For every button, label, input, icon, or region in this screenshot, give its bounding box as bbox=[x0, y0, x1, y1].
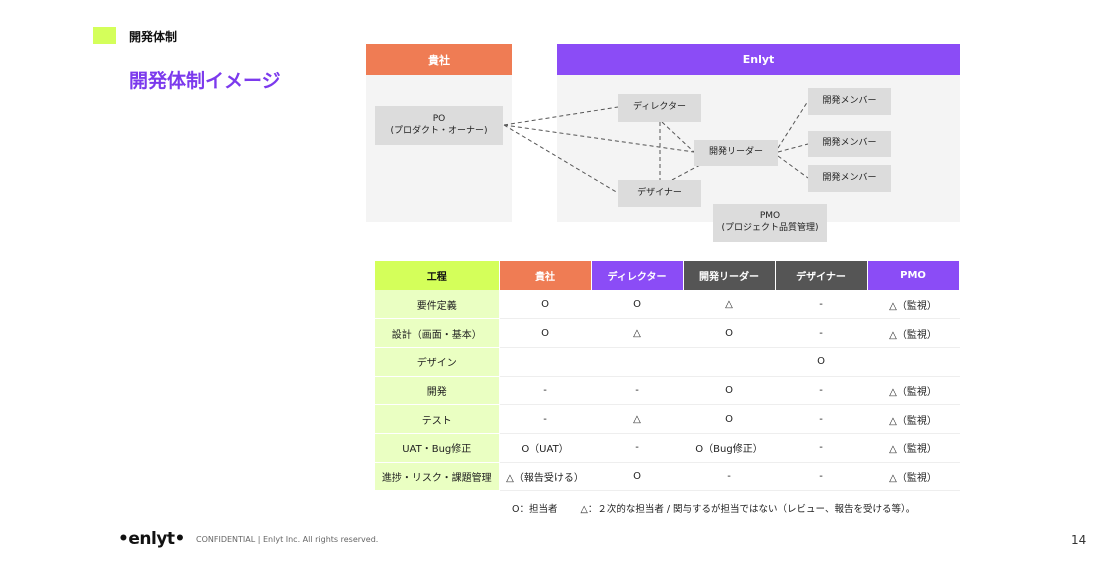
table-cell bbox=[591, 347, 684, 377]
confidential-notice: CONFIDENTIAL | Enlyt Inc. All rights res… bbox=[196, 535, 379, 544]
table-cell bbox=[499, 347, 592, 377]
table-cell: O（Bug修正） bbox=[683, 433, 776, 463]
client-header: 貴社 bbox=[366, 44, 512, 75]
pmo-label: PMO bbox=[759, 211, 781, 222]
table-cell: △（監視） bbox=[867, 318, 960, 348]
table-cell: O bbox=[683, 318, 776, 348]
table-row: UAT・Bug修正 O（UAT） - O（Bug修正） - △（監視） bbox=[375, 433, 960, 463]
table-row: デザイン O bbox=[375, 347, 960, 377]
page-title: 開発体制イメージ bbox=[129, 70, 281, 92]
table-cell: - bbox=[683, 462, 776, 492]
table-cell: O bbox=[775, 347, 868, 377]
table-row: 要件定義 O O △ - △（監視） bbox=[375, 290, 960, 320]
director-node: ディレクター bbox=[618, 94, 701, 122]
table-cell: - bbox=[499, 404, 592, 434]
table-cell: - bbox=[775, 433, 868, 463]
table-cell: - bbox=[775, 376, 868, 406]
table-cell: △（報告受ける） bbox=[499, 462, 592, 492]
table-cell bbox=[867, 347, 960, 377]
table-cell: △ bbox=[591, 404, 684, 434]
member-node-3: 開発メンバー bbox=[808, 165, 891, 192]
designer-node: デザイナー bbox=[618, 180, 701, 207]
table-cell: △（監視） bbox=[867, 376, 960, 406]
table-cell: O bbox=[591, 290, 684, 320]
table-cell: △（監視） bbox=[867, 433, 960, 463]
table-row: 開発 - - O - △（監視） bbox=[375, 376, 960, 406]
section-tag: 開発体制 bbox=[129, 30, 178, 44]
table-cell: O bbox=[683, 376, 776, 406]
table-row: テスト - △ O - △（監視） bbox=[375, 404, 960, 434]
table-cell: △（監視） bbox=[867, 290, 960, 320]
table-row: 進捗・リスク・課題管理 △（報告受ける） O - - △（監視） bbox=[375, 462, 960, 492]
table-cell: - bbox=[775, 404, 868, 434]
legend-o: O：担当者 bbox=[512, 504, 558, 515]
responsibility-table: 工程 貴社 ディレクター 開発リーダー デザイナー PMO 要件定義 O O △… bbox=[375, 261, 960, 492]
table-cell: O bbox=[591, 462, 684, 492]
table-cell: O bbox=[499, 290, 592, 320]
table-cell bbox=[683, 347, 776, 377]
process-cell: 開発 bbox=[375, 376, 500, 406]
table-cell: - bbox=[591, 376, 684, 406]
table-header-row: 工程 貴社 ディレクター 開発リーダー デザイナー PMO bbox=[375, 261, 960, 290]
lead-node: 開発リーダー bbox=[694, 140, 778, 166]
table-cell: O bbox=[499, 318, 592, 348]
process-cell: デザイン bbox=[375, 347, 500, 377]
table-cell: O bbox=[683, 404, 776, 434]
enlyt-logo: •enlyt• bbox=[118, 529, 185, 549]
table-row: 設計（画面・基本） O △ O - △（監視） bbox=[375, 318, 960, 348]
table-cell: - bbox=[775, 462, 868, 492]
column-header-process: 工程 bbox=[375, 261, 500, 290]
table-cell: - bbox=[499, 376, 592, 406]
column-header-lead: 開発リーダー bbox=[683, 261, 776, 290]
member-node-2: 開発メンバー bbox=[808, 131, 891, 157]
table-cell: - bbox=[775, 290, 868, 320]
table-cell: △（監視） bbox=[867, 404, 960, 434]
column-header-client: 貴社 bbox=[499, 261, 592, 290]
section-tag-marker bbox=[93, 27, 116, 44]
po-node: PO (プロダクト・オーナー) bbox=[375, 106, 503, 145]
process-cell: テスト bbox=[375, 404, 500, 434]
member-node-1: 開発メンバー bbox=[808, 88, 891, 115]
table-cell: O（UAT） bbox=[499, 433, 592, 463]
pmo-sublabel: (プロジェクト品質管理) bbox=[721, 223, 819, 233]
column-header-director: ディレクター bbox=[591, 261, 684, 290]
legend-triangle: △：２次的な担当者 / 関与するが担当ではない（レビュー、報告を受ける等）。 bbox=[580, 504, 916, 515]
table-legend: O：担当者 △：２次的な担当者 / 関与するが担当ではない（レビュー、報告を受け… bbox=[512, 501, 935, 515]
po-label: PO bbox=[432, 113, 446, 124]
process-cell: 要件定義 bbox=[375, 290, 500, 320]
process-cell: UAT・Bug修正 bbox=[375, 433, 500, 463]
po-sublabel: (プロダクト・オーナー) bbox=[390, 125, 488, 136]
table-cell: - bbox=[775, 318, 868, 348]
column-header-designer: デザイナー bbox=[775, 261, 868, 290]
table-cell: - bbox=[591, 433, 684, 463]
table-cell: △ bbox=[683, 290, 776, 320]
process-cell: 進捗・リスク・課題管理 bbox=[375, 462, 500, 492]
column-header-pmo: PMO bbox=[867, 261, 960, 290]
page-number: 14 bbox=[1071, 533, 1087, 547]
pmo-node: PMO (プロジェクト品質管理) bbox=[713, 204, 827, 242]
table-cell: △（監視） bbox=[867, 462, 960, 492]
table-cell: △ bbox=[591, 318, 684, 348]
process-cell: 設計（画面・基本） bbox=[375, 318, 500, 348]
enlyt-header: Enlyt bbox=[557, 44, 960, 75]
